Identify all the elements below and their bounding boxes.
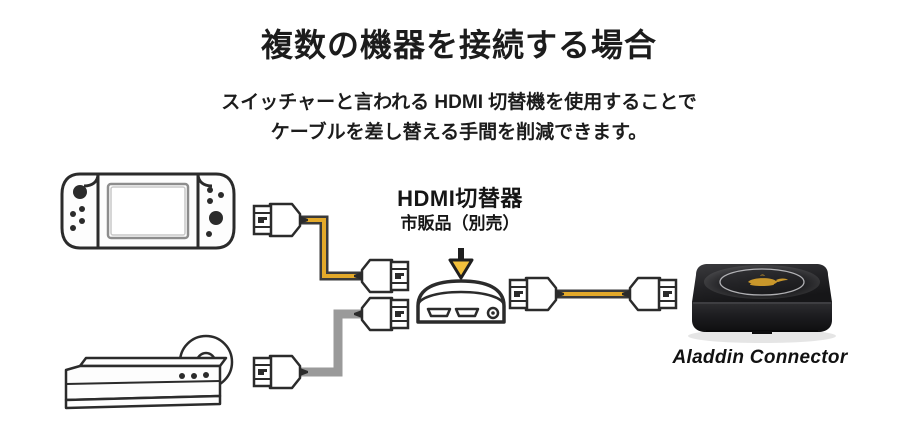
hdmi-connector-right-2 [622, 276, 678, 312]
switcher-title: HDMI切替器 [397, 186, 523, 211]
aladdin-connector-device [676, 258, 846, 344]
hdmi-connector-left [252, 202, 308, 238]
down-arrow-icon [448, 248, 474, 280]
right-analog-stick [209, 211, 223, 225]
aladdin-connector-caption: Aladdin Connector [672, 347, 848, 368]
bluray-disc-player [60, 334, 240, 412]
hdmi-connector-left-2 [508, 276, 564, 312]
nintendo-switch-console [58, 168, 238, 254]
hdmi-switcher-device [414, 278, 510, 328]
page-title: 複数の機器を接続する場合 [260, 27, 657, 63]
hdmi-connector-bottom [252, 354, 308, 390]
subtitle-line-2: ケーブルを差し替える手間を削減できます。 [270, 122, 648, 143]
hdmi-port-1 [426, 307, 452, 318]
hdmi-connector-top [354, 296, 410, 332]
subtitle-line-1: スイッチャーと言われる HDMI 切替機を使用することで [221, 92, 697, 113]
page-subtitle: スイッチャーと言われる HDMI 切替機を使用することで ケーブルを差し替える手… [0, 88, 918, 148]
switcher-subtitle: 市販品（別売） [400, 214, 520, 233]
logo-ring [719, 268, 805, 296]
hdmi-cable-switcher-to-connector [508, 272, 678, 322]
hdmi-port-2 [454, 307, 480, 318]
hdmi-cable-player-to-switcher [252, 292, 422, 392]
aladdin-lamp-logo [748, 274, 788, 286]
left-analog-stick [73, 185, 87, 199]
hdmi-cable-switch-to-switcher [252, 198, 422, 298]
hdmi-connector-right [354, 258, 410, 294]
switcher-label-group: HDMI切替器 市販品（別売） [330, 186, 590, 235]
